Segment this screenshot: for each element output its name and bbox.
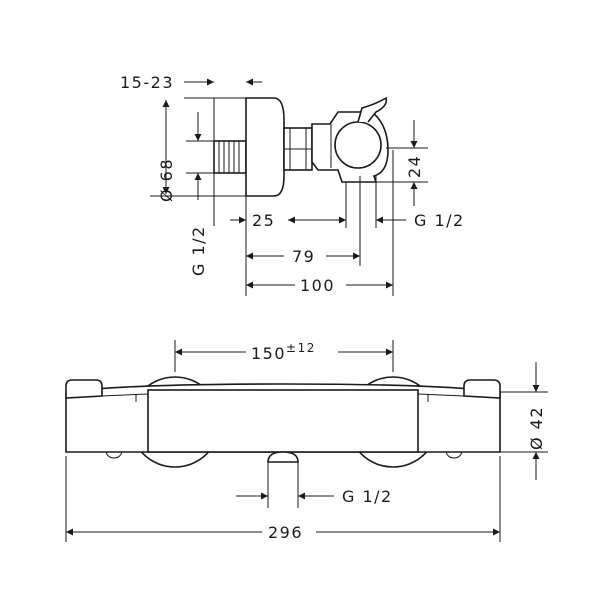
dim-thread-right-label: G 1/2 [414,211,465,230]
valve-handle [357,96,388,123]
dim-inlet-label: 25 [252,211,275,230]
dim-offset-label: 15-23 [120,73,174,92]
dim-thread-left-label: G 1/2 [189,225,208,276]
side-view: 15-23 Ø 68 G 1/2 25 G 1/2 24 79 100 [120,73,465,296]
dim-centers-label: 150±12 [251,341,316,363]
right-handle-cap [463,379,501,399]
connector-nut [283,127,313,171]
dim-outlet-label: 79 [292,247,315,266]
centre-housing [147,389,419,453]
dim-height-label: 24 [405,155,424,178]
dim-width-label: 296 [268,523,303,542]
valve-dial [334,121,382,169]
dim-thread-bottom-label: G 1/2 [342,487,393,506]
dim-bar-diameter-label: Ø 42 [527,406,546,450]
dim-depth-label: 100 [300,276,335,295]
escutcheon [245,97,285,197]
dim-centers-tolerance: ±12 [286,341,316,355]
front-view: 150±12 Ø 42 G 1/2 296 [65,340,548,542]
outlet-nozzle [267,451,299,463]
inlet-thread [213,140,247,174]
left-handle-cap [65,379,103,399]
dim-diameter-label: Ø 68 [157,158,176,202]
